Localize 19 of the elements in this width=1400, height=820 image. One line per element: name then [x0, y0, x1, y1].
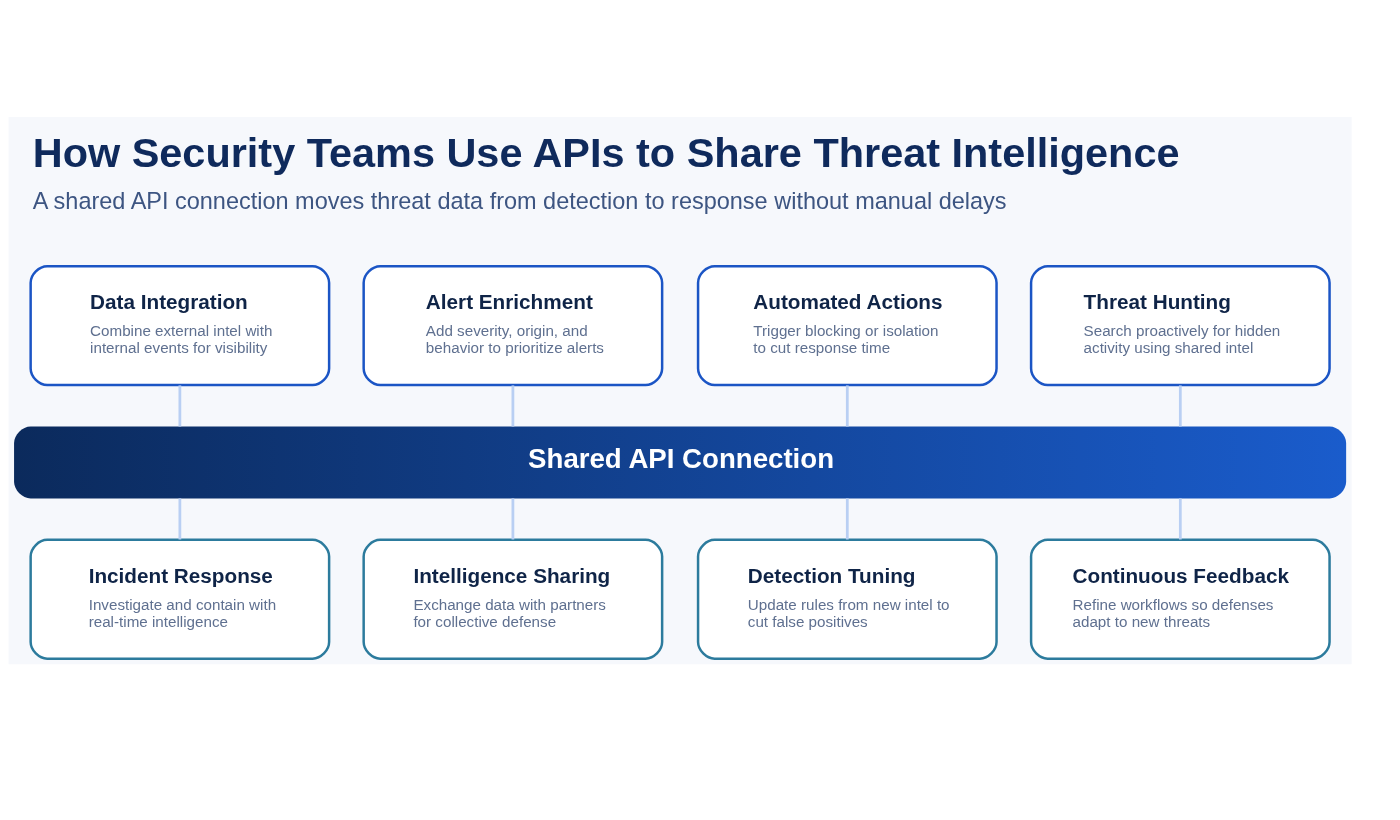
connector [511, 497, 515, 539]
node-box: Threat Hunting Search proactively for hidden activity using shared intel [1029, 264, 1331, 386]
node-box: Incident Response Investigate and contain with real-time intelligence [29, 538, 331, 660]
node-box: Data Integration Combine external intel with internal events for visibility [29, 264, 331, 386]
connector [511, 384, 515, 427]
connector [178, 384, 182, 427]
node-box: Continuous Feedback Refine workflows so defenses adapt to new threats [1029, 538, 1331, 660]
connector [845, 497, 849, 539]
node-box: Alert Enrichment Add severity, origin, and behavior to prioritize alerts [362, 264, 664, 386]
node-box: Detection Tuning Update rules from new intel to cut false positives [696, 538, 998, 660]
node-box: Shared API Connection [14, 426, 1347, 498]
diagram-title: How Security Teams Use APIs to Share Threat Intelligence [32, 128, 1180, 176]
caption: A shared API connection moves threat data from detection to response without manual delays [32, 187, 1007, 214]
connector [1178, 384, 1182, 427]
connector [845, 384, 849, 427]
connector [1178, 497, 1182, 539]
connector [178, 497, 182, 539]
node-box: Automated Actions Trigger blocking or isolation to cut response time [696, 264, 998, 386]
node-box: Intelligence Sharing Exchange data with partners for collective defense [362, 538, 664, 660]
